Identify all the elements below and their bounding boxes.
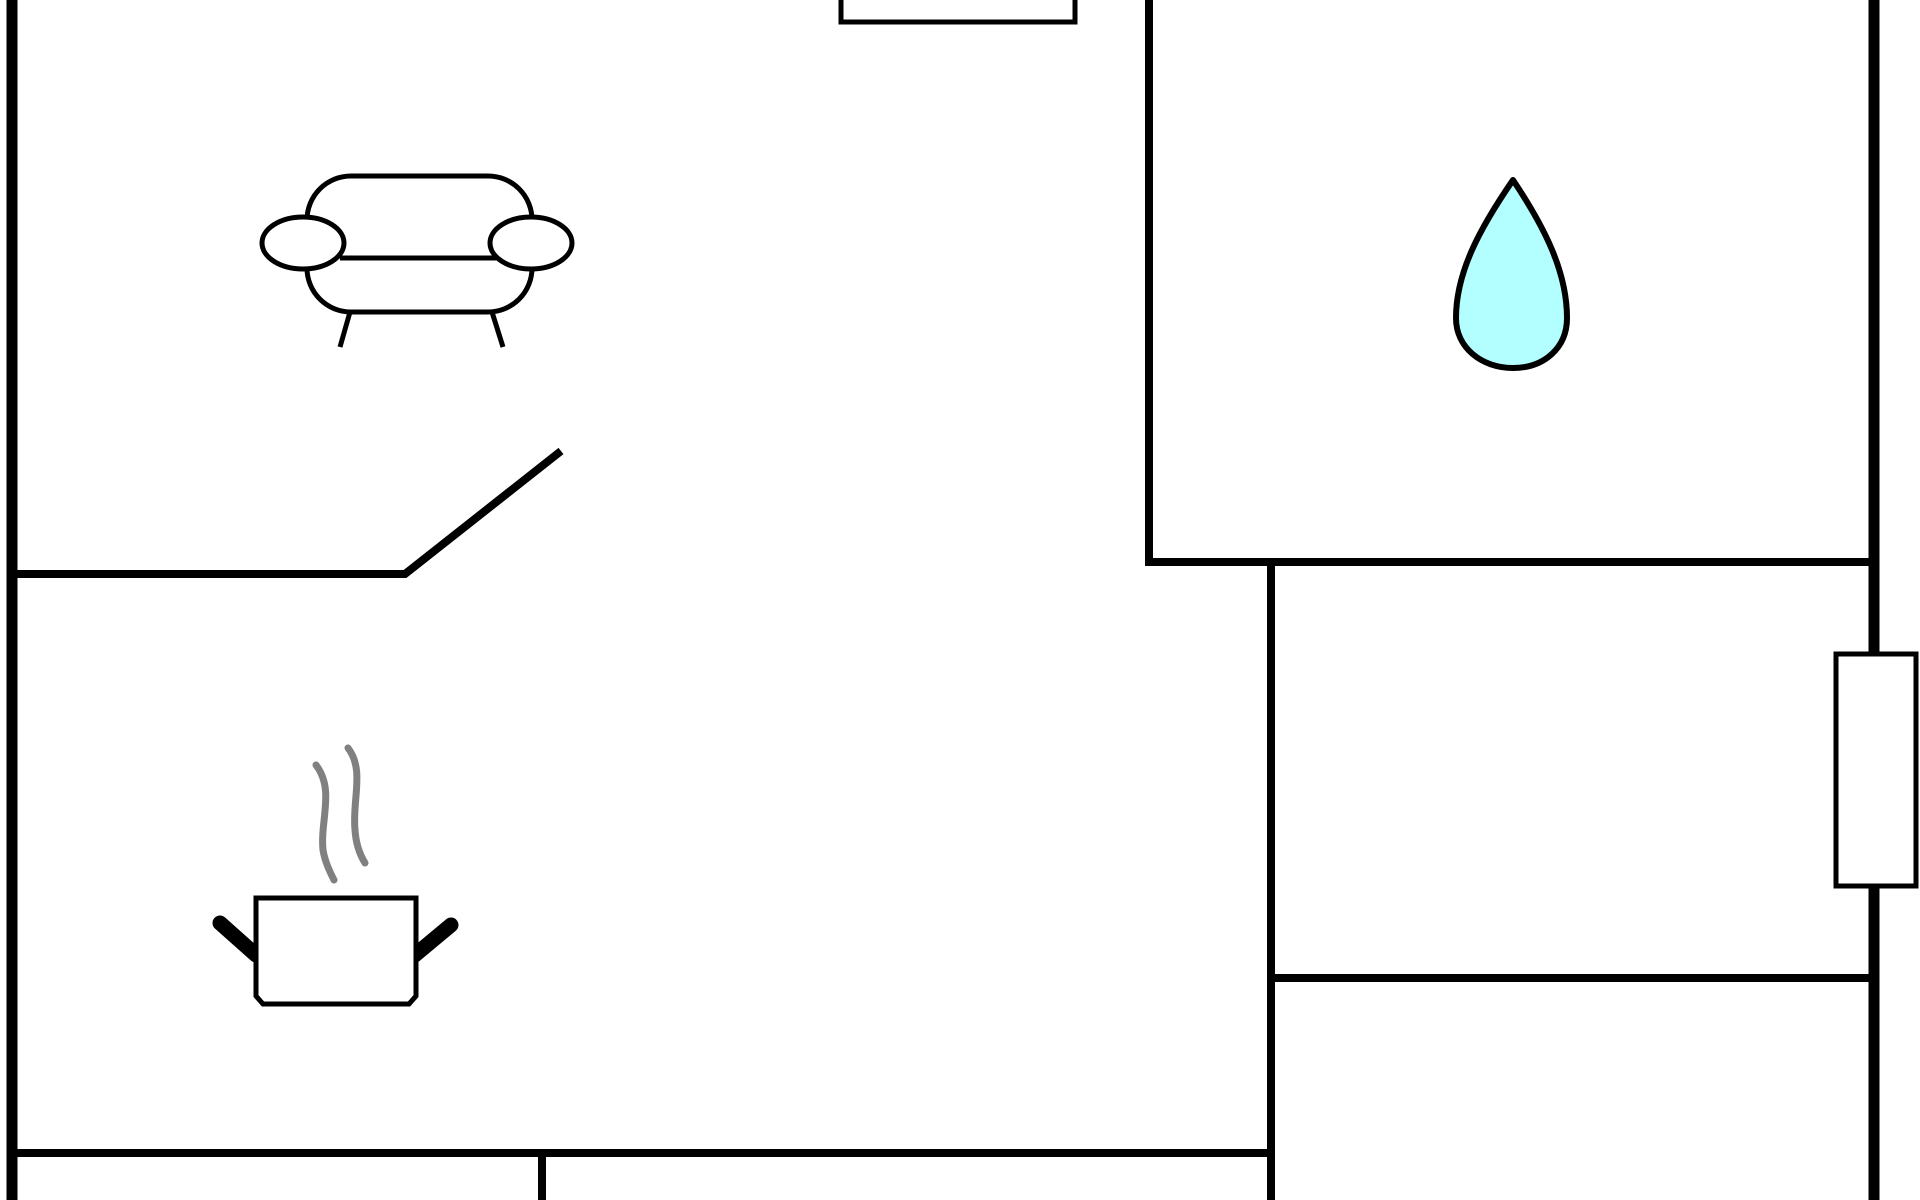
bathroom-wall bbox=[1145, 0, 1874, 566]
living-kitchen-divider-wall bbox=[12, 447, 564, 578]
window-right bbox=[1833, 651, 1919, 889]
cooking-pot-icon bbox=[212, 744, 459, 1007]
water-drop-icon bbox=[1453, 177, 1570, 371]
sofa-icon bbox=[259, 173, 575, 348]
window-top bbox=[838, 0, 1078, 25]
